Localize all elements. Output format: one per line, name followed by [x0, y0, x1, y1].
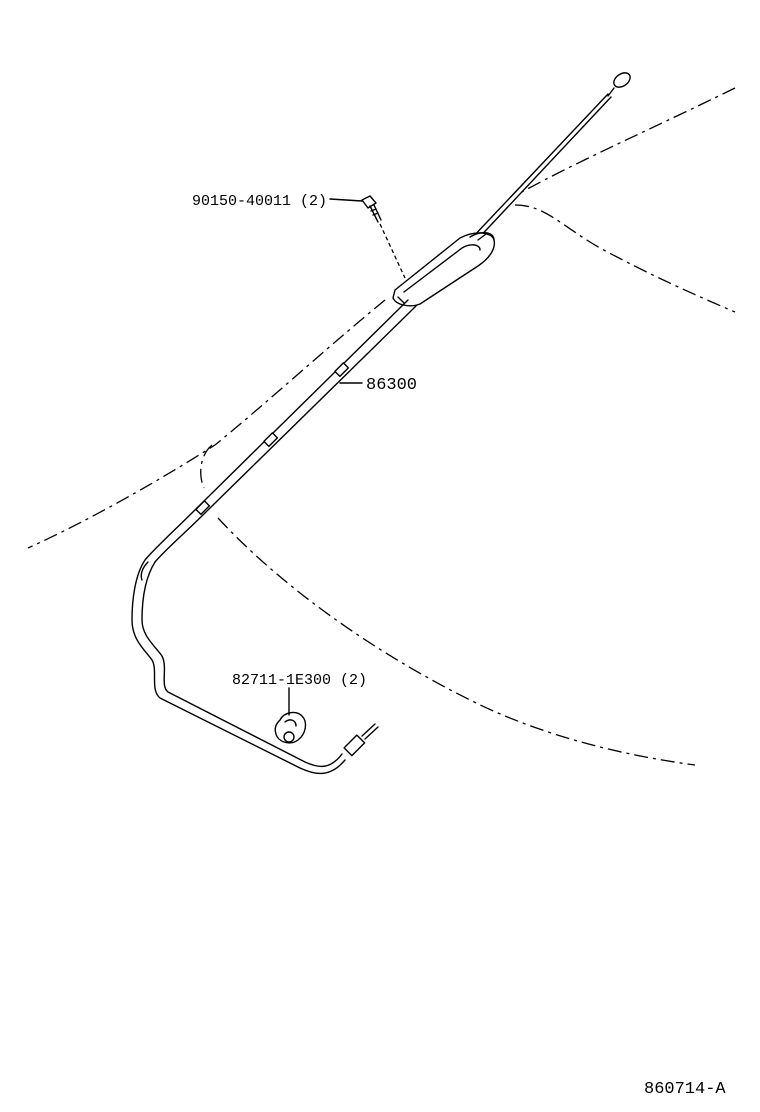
mast-tip — [613, 72, 631, 88]
pillar-edge-upper — [519, 87, 736, 194]
cable-line-b — [141, 305, 417, 768]
screw-head — [361, 195, 377, 209]
antenna-part-number: 86300 — [366, 376, 417, 395]
screw-part-number: 90150-40011 (2) — [192, 193, 327, 210]
cable-tape-2 — [263, 432, 279, 448]
clamp-body — [274, 711, 307, 744]
screw-part — [329, 195, 406, 279]
pillar-edge-right — [514, 204, 736, 313]
cable-tape-1 — [334, 362, 350, 378]
screw-install-line — [379, 223, 406, 279]
body-outline — [27, 87, 736, 766]
clamp-part-number: 82711-1E300 (2) — [232, 672, 367, 689]
cable-tape-3 — [195, 500, 211, 516]
windshield-edge-left — [27, 299, 386, 549]
windshield-arc — [200, 444, 213, 489]
clamp-part — [274, 687, 307, 744]
cable-connector — [343, 723, 379, 757]
antenna-mast — [469, 72, 631, 244]
screw-leader — [329, 198, 363, 202]
windshield-bottom-curve — [217, 517, 696, 766]
connector-body — [343, 734, 366, 757]
antenna-base — [392, 232, 496, 307]
figure-code: 860714-A — [644, 1080, 726, 1099]
antenna-cable — [131, 299, 417, 775]
base-housing — [392, 232, 496, 307]
cable-line-a — [131, 299, 409, 775]
